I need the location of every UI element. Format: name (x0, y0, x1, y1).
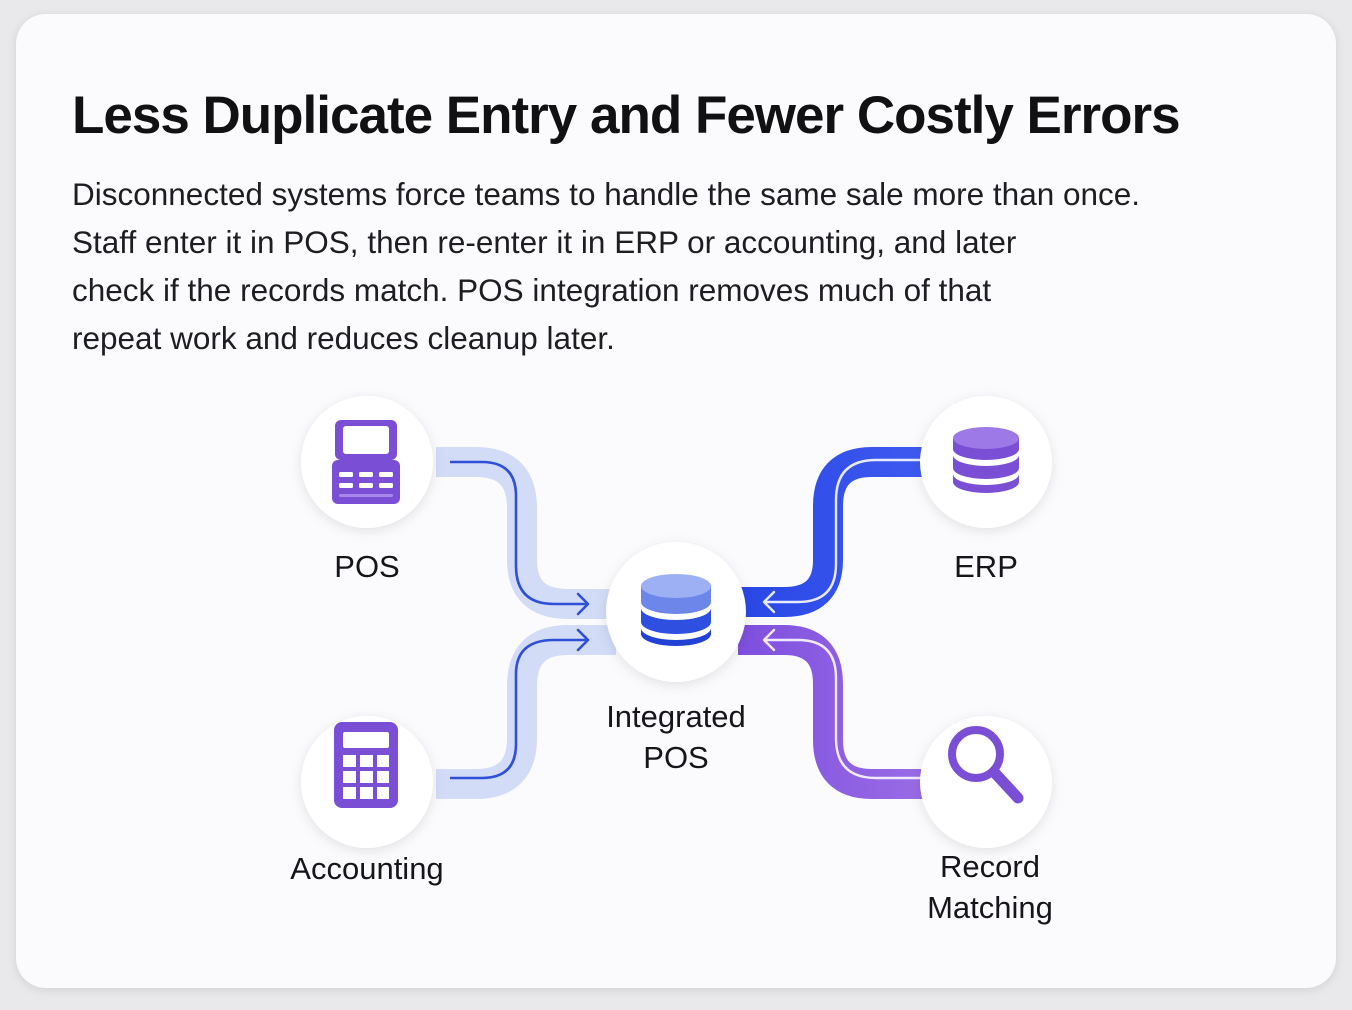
integration-diagram (301, 396, 1052, 848)
node-record-matching (920, 716, 1052, 848)
description-line: Disconnected systems force teams to hand… (72, 176, 1141, 212)
label-line: POS (643, 740, 709, 775)
flow-erp-to-center (738, 447, 926, 617)
node-pos (301, 396, 433, 528)
cash-register-icon (332, 420, 400, 504)
database-icon (641, 574, 711, 646)
node-integrated-pos (606, 542, 746, 682)
description-line: repeat work and reduces cleanup later. (72, 320, 615, 356)
node-erp (920, 396, 1052, 528)
flow-accounting-to-center (436, 625, 616, 799)
label-line: Integrated (606, 699, 746, 734)
content-card: Less Duplicate Entry and Fewer Costly Er… (16, 14, 1336, 988)
label-line: Matching (927, 890, 1053, 925)
node-label-erp: ERP (954, 549, 1018, 584)
node-accounting (301, 716, 433, 848)
description-line: check if the records match. POS integrat… (72, 272, 992, 308)
node-label-pos: POS (334, 549, 400, 584)
node-label-record-matching: Record Matching (880, 846, 1100, 928)
flow-record-matching-to-center (738, 625, 926, 799)
magnifier-icon (948, 726, 1024, 804)
calculator-icon (334, 722, 398, 808)
description: Disconnected systems force teams to hand… (72, 170, 1272, 362)
page-title: Less Duplicate Entry and Fewer Costly Er… (72, 86, 1181, 145)
label-line: Record (940, 849, 1040, 884)
database-icon (953, 427, 1019, 493)
node-label-accounting: Accounting (290, 851, 444, 886)
node-label-integrated-pos: Integrated POS (566, 696, 786, 778)
flow-pos-to-center (436, 447, 616, 619)
description-line: Staff enter it in POS, then re-enter it … (72, 224, 1017, 260)
